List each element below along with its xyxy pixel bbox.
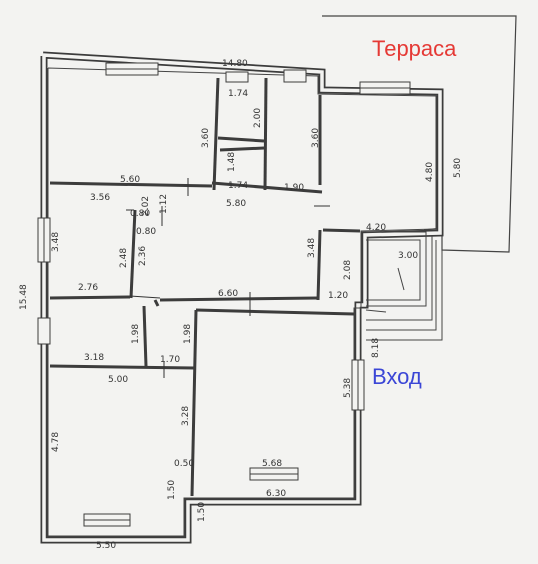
dim-label: 3.60 [201,128,211,148]
dim-label: 4.80 [425,162,435,182]
dim-label: 2.08 [343,260,353,280]
dim-label: 1.90 [284,183,304,193]
dim-label: 0.80 [130,209,150,219]
dim-label: 15.48 [19,284,29,310]
entrance-label: Вход [372,364,422,389]
door-marks [126,178,330,378]
dim-label: 2.02 [141,196,151,216]
terrace-label: Терраса [372,36,457,61]
windows [37,62,411,527]
dim-label: 2.00 [253,108,263,128]
dim-label: 14.80 [222,59,248,69]
dim-label: 1.48 [227,152,237,172]
dim-label: 2.36 [138,246,148,266]
dim-label: 1.12 [159,194,169,214]
dim-label: 4.20 [366,223,386,233]
dim-label: 3.60 [311,128,321,148]
dim-label: 2.48 [119,248,129,268]
dim-label: 1.70 [160,355,180,365]
dim-label: 5.38 [343,378,353,398]
dim-label: 6.60 [218,289,238,299]
dim-label: 5.60 [120,175,140,185]
dim-label: 3.48 [51,232,61,252]
dim-label: 1.98 [131,324,141,344]
dimension-labels: 14.80 1.74 2.00 3.60 3.60 1.48 1.74 1.90… [19,59,463,551]
dim-label: 5.68 [262,459,282,469]
dim-label: 1.50 [167,480,177,500]
dim-label: 3.28 [181,406,191,426]
dim-label: 0.80 [136,227,156,237]
dim-label: 8.18 [371,338,381,358]
dim-label: 1.74 [228,181,248,191]
dim-label: 5.80 [226,199,246,209]
dim-label: 3.48 [307,238,317,258]
dim-label: 1.98 [183,324,193,344]
dim-label: 4.78 [51,432,61,452]
dim-label: 3.00 [398,251,418,261]
dim-label: 1.50 [197,502,207,522]
interior-walls [49,77,361,497]
dim-label: 3.56 [90,193,110,203]
entrance-steps [365,231,443,341]
dim-label: 5.80 [453,158,463,178]
dim-label: 1.20 [328,291,348,301]
dim-label: 0.50 [174,459,194,469]
dim-label: 3.18 [84,353,104,363]
dim-label: 6.30 [266,489,286,499]
dim-label: 1.74 [228,89,248,99]
dim-label: 5.00 [108,375,128,385]
dim-label: 5.50 [96,541,116,551]
dim-label: 2.76 [78,283,98,293]
